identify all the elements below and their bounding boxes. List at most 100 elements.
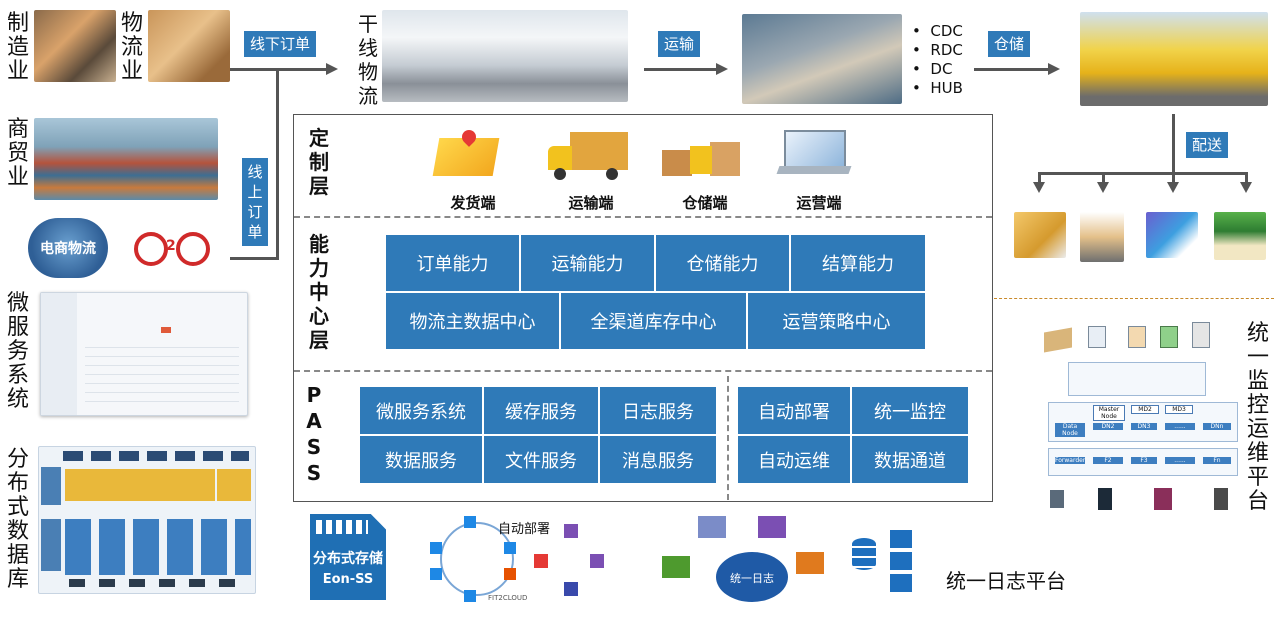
chart-icon: [890, 530, 912, 548]
ms-table-lines: [85, 347, 239, 403]
pass-message: 消息服务: [600, 436, 716, 483]
cap-order: 订单能力: [386, 235, 519, 291]
mon-datanode: Data Node: [1055, 423, 1085, 437]
box-1: [662, 150, 692, 176]
transport-end-label: 运输端: [568, 194, 614, 212]
trade-port-photo: [34, 118, 218, 200]
arrow-to-warehouse: [716, 63, 728, 75]
mon-node-tier: Master Node MD2 MD3 Data Node DN2 DN3 ..…: [1048, 402, 1238, 442]
eon-ss-card: 分布式存储 Eon-SS: [310, 514, 386, 600]
capability-layer-title: 能力中心层: [309, 232, 329, 352]
mon-file-icon-4: [1192, 322, 1210, 348]
database-icon: [852, 538, 876, 570]
pass-microservice: 微服务系统: [360, 387, 482, 434]
cap-warehouse: 仓储能力: [656, 235, 789, 291]
mon-md2: MD2: [1131, 405, 1159, 414]
mon-f3: F3: [1131, 457, 1157, 464]
deploy-node-6: [464, 590, 476, 602]
truck-wheel-1: [554, 168, 566, 180]
online-order-vline: [276, 70, 279, 260]
mon-pkg-icon: [1044, 327, 1072, 353]
truck-cab: [548, 146, 572, 170]
logistics-photo: [148, 10, 230, 82]
log-center-label: 统一日志: [730, 572, 774, 585]
cap-transport: 运输能力: [521, 235, 654, 291]
ecommerce-badge: [28, 218, 108, 278]
ms-sidebar: [41, 293, 77, 415]
pass-data-channel: 数据通道: [852, 436, 968, 483]
monitor-divider: [994, 298, 1274, 299]
mon-file-icon-2: [1128, 326, 1146, 348]
pass-file: 文件服务: [484, 436, 598, 483]
logistics-label: 物流业: [120, 11, 143, 84]
mon-forwarder: Forwarder: [1055, 457, 1086, 464]
mon-fn: Fn: [1203, 457, 1231, 464]
warehouse-type-rdc: • RDC: [912, 41, 963, 59]
manufacturing-label: 制造业: [6, 11, 29, 84]
deploy-node-3: [504, 542, 516, 554]
deploy-node-5: [504, 568, 516, 580]
operations-icon: [776, 128, 854, 182]
warehouse-photo: [742, 14, 902, 104]
pass-auto-deploy: 自动部署: [738, 387, 850, 434]
log-center-diagram: 统一日志: [662, 514, 826, 604]
db-storage: [65, 519, 251, 575]
endpoint-store-icon: [1214, 212, 1266, 260]
microservices-screenshot: [40, 292, 248, 416]
endpoint-warehouse-icon: [1014, 212, 1066, 258]
folder-icon: [890, 552, 912, 570]
laptop-screen: [784, 130, 846, 168]
mon-master: Master Node: [1093, 405, 1125, 421]
deploy-node-1: [464, 516, 476, 528]
deploy-env-1: [564, 524, 578, 538]
truck-icon: [548, 128, 630, 182]
microservices-label: 微服务系统: [6, 291, 29, 412]
mon-source-3: [1154, 488, 1172, 510]
cap-inventory: 全渠道库存中心: [561, 293, 746, 349]
custom-layer-title: 定制层: [309, 126, 329, 198]
distributed-db-label: 分布式数据库: [6, 447, 29, 592]
pass-text: PASS: [306, 383, 326, 485]
deploy-env-2: [534, 554, 548, 568]
truck-wheel-2: [606, 168, 618, 180]
mon-source-1: [1050, 490, 1064, 508]
mon-forward-tier: Forwarder F2 F3 ...... Fn: [1048, 448, 1238, 476]
operations-label: 运营端: [796, 194, 842, 212]
log-platform-label: 统一日志平台: [946, 569, 1066, 593]
delivery-hline: [1038, 172, 1248, 175]
endpoint-screen-icon: [1146, 212, 1198, 258]
deploy-cycle: [440, 522, 514, 596]
mon-dn-ellipsis: ......: [1165, 423, 1195, 430]
warehouse-type-hub: • HUB: [912, 79, 963, 97]
mon-file-icon-1: [1088, 326, 1106, 348]
pass-auto-ops: 自动运维: [738, 436, 850, 483]
delivery-label: 配送: [1186, 132, 1229, 158]
o2o-center-text: 2: [166, 238, 176, 254]
mon-md3: MD3: [1165, 405, 1193, 414]
trade-label: 商贸业: [6, 117, 29, 190]
deploy-center: 自动部署: [498, 522, 551, 537]
db-engine-b: [217, 469, 251, 501]
truck-cargo: [570, 132, 628, 170]
db-engine-a: [65, 469, 215, 501]
branch-4: [1245, 172, 1248, 184]
delivery-vline: [1172, 114, 1175, 174]
layer-divider-2: [294, 370, 992, 372]
log-center-ellipse: [716, 552, 788, 602]
branch-1-arrow: [1033, 182, 1045, 193]
o2o-right-circle: [176, 232, 210, 266]
forklift-body: [690, 146, 712, 174]
db-disks: [69, 579, 249, 587]
eon-ss-subtitle: Eon-SS: [322, 572, 374, 587]
deploy-node-2: [430, 542, 442, 554]
branch-2-arrow: [1097, 182, 1109, 193]
cap-settlement: 结算能力: [791, 235, 925, 291]
pass-monitor: 统一监控: [852, 387, 968, 434]
db-top-bar: [63, 451, 249, 461]
ms-button: [161, 327, 171, 333]
delivery-trucks-photo: [1080, 12, 1268, 106]
deploy-node-4: [430, 568, 442, 580]
cap-masterdata: 物流主数据中心: [386, 293, 559, 349]
trucks-photo: [382, 10, 628, 102]
monitor-diagram: Master Node MD2 MD3 Data Node DN2 DN3 ..…: [1038, 322, 1238, 534]
